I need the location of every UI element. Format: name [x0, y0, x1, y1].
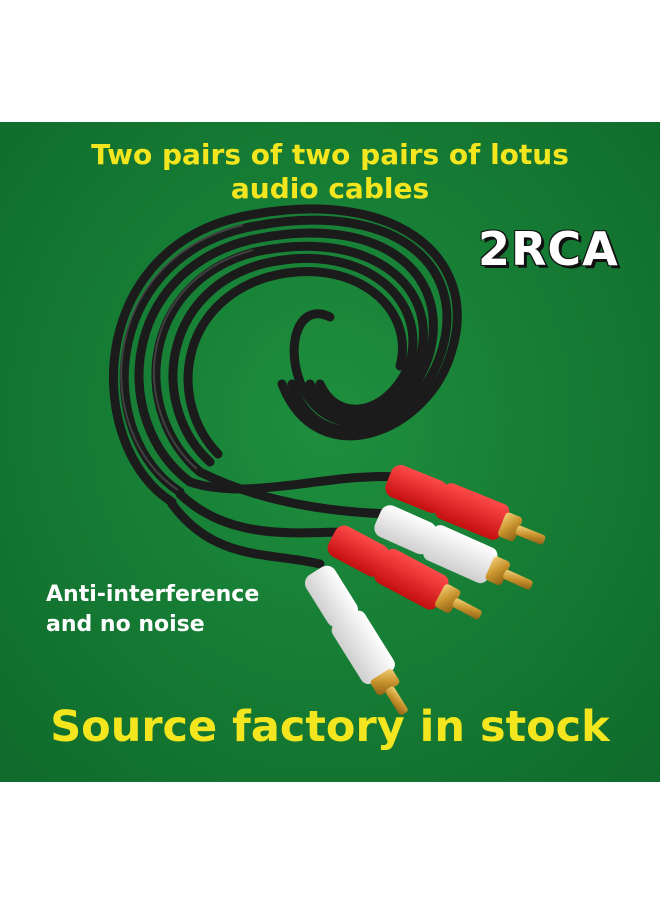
rca-badge: 2RCA [478, 222, 619, 276]
rca-plug-white-1 [374, 505, 533, 590]
headline: Two pairs of two pairs of lotus audio ca… [0, 138, 660, 206]
feature-line-2: and no noise [46, 612, 205, 637]
rca-plug-white-2 [304, 565, 408, 715]
headline-line-1: Two pairs of two pairs of lotus [91, 138, 569, 171]
feature-text: Anti-interference and no noise [46, 580, 259, 640]
rca-plug-red-2 [327, 525, 482, 620]
rca-cable-image [109, 204, 546, 715]
cable-coil [109, 204, 462, 507]
product-banner: Two pairs of two pairs of lotus audio ca… [0, 122, 660, 782]
rca-plug-red-1 [385, 465, 546, 545]
headline-line-2: audio cables [230, 172, 430, 205]
feature-line-1: Anti-interference [46, 582, 260, 607]
footer-slogan: Source factory in stock [50, 702, 610, 752]
